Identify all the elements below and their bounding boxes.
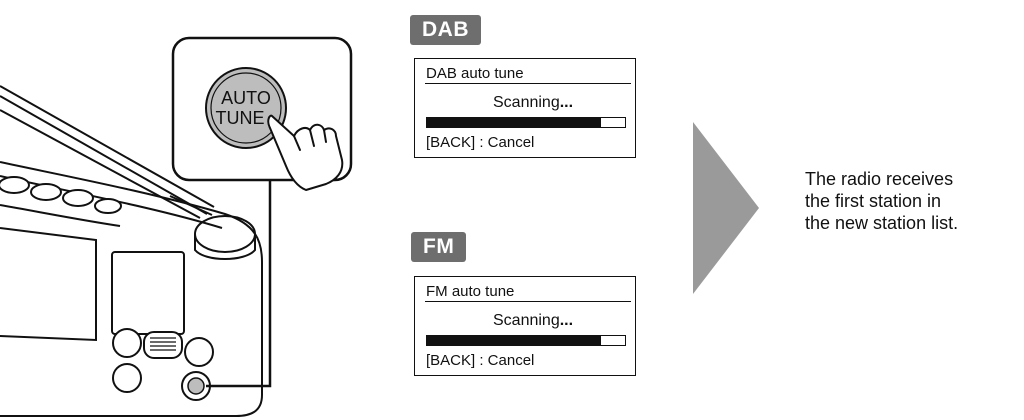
dab-screen-title: DAB auto tune (426, 65, 524, 82)
arrow-shape (693, 122, 759, 294)
preset-buttons (0, 176, 122, 214)
result-caption-line3: the new station list. (805, 213, 959, 233)
auto-tune-button: AUTO TUNE (205, 67, 287, 149)
fm-mode-tag: FM (411, 232, 467, 262)
fm-scanning-status: Scanning... (493, 312, 573, 330)
pointing-hand-icon (267, 114, 344, 191)
dab-cancel-hint: [BACK] : Cancel (426, 134, 535, 151)
dab-status-text: Scanning (493, 94, 560, 111)
dab-mode-tag: DAB (410, 15, 481, 45)
fm-scan-progress-bar (426, 335, 626, 346)
radio-control-buttons (112, 328, 214, 393)
dab-status-dots: ... (559, 94, 574, 111)
dab-scanning-status: Scanning... (493, 94, 573, 112)
auto-tune-button-small (181, 371, 211, 401)
radio-display (111, 251, 185, 335)
radio-illustration: AUTO TUNE (0, 36, 353, 417)
auto-tune-label-line1: AUTO (221, 88, 271, 108)
callout-leader-line (206, 180, 272, 388)
fm-cancel-hint: [BACK] : Cancel (426, 352, 535, 369)
fm-auto-tune-screen: FM auto tune Scanning... [BACK] : Cancel (414, 276, 636, 376)
result-caption-line1: The radio receives (805, 169, 954, 189)
fm-scan-progress-fill (427, 336, 602, 345)
auto-tune-label-line2: TUNE (216, 108, 265, 128)
dab-auto-tune-screen: DAB auto tune Scanning... [BACK] : Cance… (414, 58, 636, 158)
result-caption: The radio receives the first station in … (805, 168, 1020, 234)
fm-screen-title: FM auto tune (426, 283, 515, 300)
next-step-arrow-icon (693, 122, 759, 294)
dab-scan-progress-bar (426, 117, 626, 128)
fm-status-dots: ... (559, 312, 574, 329)
dab-screen-divider (425, 83, 631, 84)
dab-scan-progress-fill (427, 118, 602, 127)
select-knob (150, 337, 176, 351)
antenna (0, 85, 215, 219)
result-caption-line2: the first station in (805, 191, 942, 211)
fm-status-text: Scanning (493, 312, 560, 329)
fm-screen-divider (425, 301, 631, 302)
